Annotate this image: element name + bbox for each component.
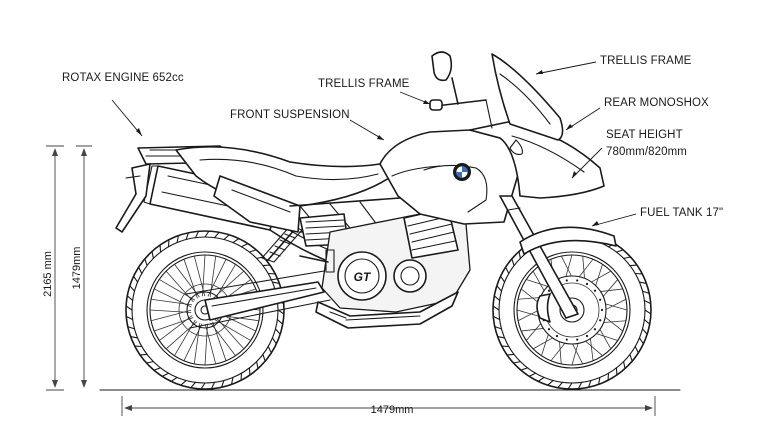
front-fairing <box>469 53 605 199</box>
fuel-tank <box>379 129 521 225</box>
brand-logo <box>453 163 471 181</box>
label-fuel-tank: FUEL TANK 17" <box>640 207 723 219</box>
label-seat-height: SEAT HEIGHT <box>606 129 683 141</box>
dimension-height-inner: 1479mm <box>71 247 83 290</box>
label-trellis-frame-top: TRELLIS FRAME <box>600 55 692 67</box>
label-rear-monoshox: REAR MONOSHOX <box>604 97 709 109</box>
front-fork <box>499 195 617 319</box>
front-wheel <box>492 230 652 390</box>
callout-labels: ROTAX ENGINE 652cc TRELLIS FRAME FRONT S… <box>62 55 723 219</box>
label-seat-height-value: 780mm/820mm <box>606 146 687 158</box>
dimension-lines <box>46 145 656 416</box>
label-front-suspension: FRONT SUSPENSION <box>230 109 350 121</box>
dimension-height-outer: 2165 mm <box>42 251 54 297</box>
dimension-length: 1479mm <box>371 404 414 416</box>
handlebar <box>429 51 493 129</box>
swingarm <box>185 269 331 329</box>
label-trellis-frame-mid: TRELLIS FRAME <box>318 78 410 90</box>
side-panel <box>213 175 301 233</box>
engine-cover-text: GT <box>354 270 372 284</box>
rear-wheel <box>125 230 285 390</box>
callout-leaders <box>111 61 637 227</box>
label-rotax-engine: ROTAX ENGINE 652cc <box>62 72 184 84</box>
engine: GT <box>299 207 471 329</box>
